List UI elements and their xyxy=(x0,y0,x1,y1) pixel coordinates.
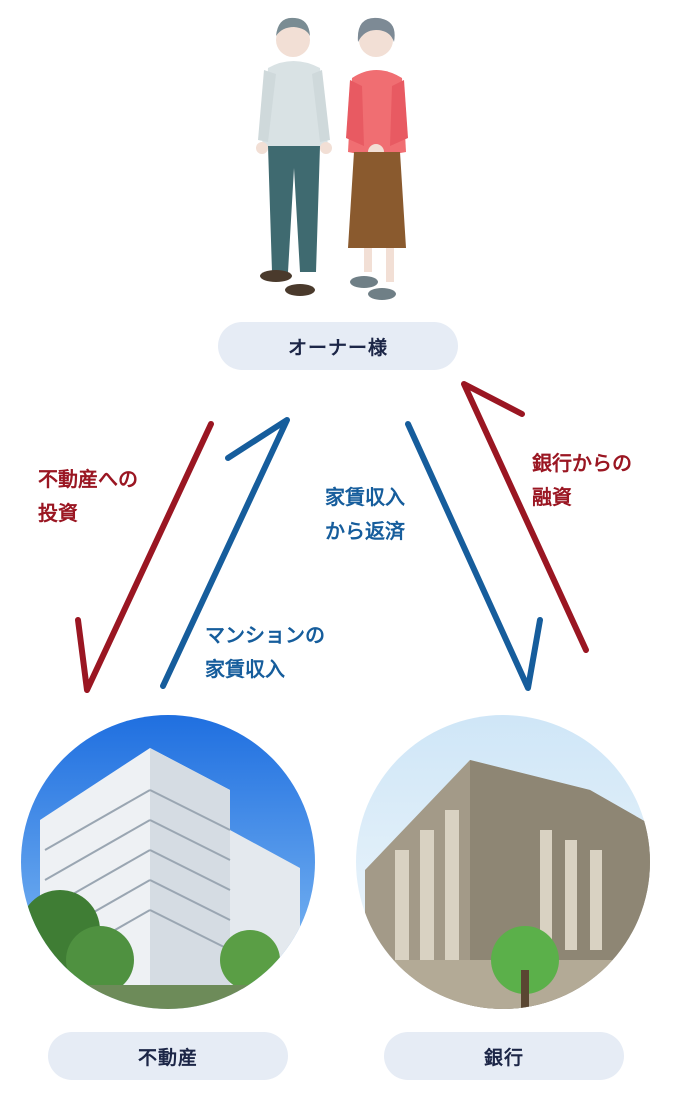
rental-income-label-line1: マンションの xyxy=(205,623,325,647)
repayment-label: 家賃収入 から返済 xyxy=(325,480,405,548)
investment-label-line1: 不動産への xyxy=(38,467,138,491)
realestate-pill: 不動産 xyxy=(48,1032,288,1080)
repayment-label-line2: から返済 xyxy=(325,519,405,543)
apartment-building-photo xyxy=(21,715,315,1009)
rental-income-arrow xyxy=(160,417,290,689)
bank-pill: 銀行 xyxy=(384,1032,624,1080)
financing-label-line2: 融資 xyxy=(532,485,572,509)
woman-figure xyxy=(346,17,408,300)
rental-income-label-line2: 家賃収入 xyxy=(205,657,285,681)
bank-building-photo xyxy=(356,715,650,1009)
investment-label: 不動産への 投資 xyxy=(38,462,138,530)
owner-pill: オーナー様 xyxy=(218,322,458,370)
repayment-label-line1: 家賃収入 xyxy=(325,485,405,509)
man-figure xyxy=(256,17,332,296)
financing-label: 銀行からの 融資 xyxy=(532,446,632,514)
bank-label: 銀行 xyxy=(483,1046,524,1069)
investment-label-line2: 投資 xyxy=(38,501,78,525)
rental-income-label: マンションの 家賃収入 xyxy=(205,618,325,686)
financing-label-line1: 銀行からの xyxy=(532,451,632,475)
owner-label: オーナー様 xyxy=(287,336,388,359)
repayment-arrow xyxy=(405,421,543,691)
financing-arrow xyxy=(461,381,589,653)
realestate-label: 不動産 xyxy=(137,1046,198,1069)
investment-arrow xyxy=(75,421,214,693)
